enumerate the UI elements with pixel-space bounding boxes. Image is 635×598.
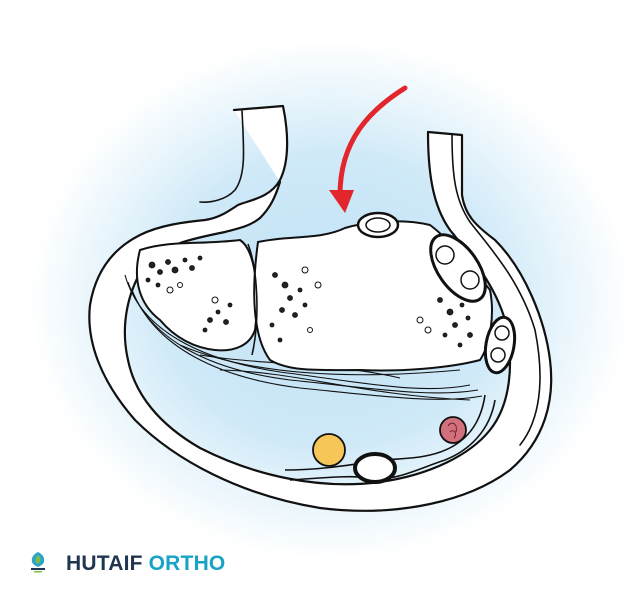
- hutaif-ortho-logo-icon: [31, 552, 45, 573]
- brand-name-part2: ORTHO: [148, 551, 226, 575]
- bone-left: [136, 238, 258, 352]
- nerve-yellow: [312, 433, 346, 467]
- brand-name-part1: HUTAIF: [66, 551, 143, 575]
- vessel-red: [439, 416, 467, 444]
- direction-arrow-icon: [329, 85, 408, 213]
- outer-tissue-outline: [88, 104, 553, 512]
